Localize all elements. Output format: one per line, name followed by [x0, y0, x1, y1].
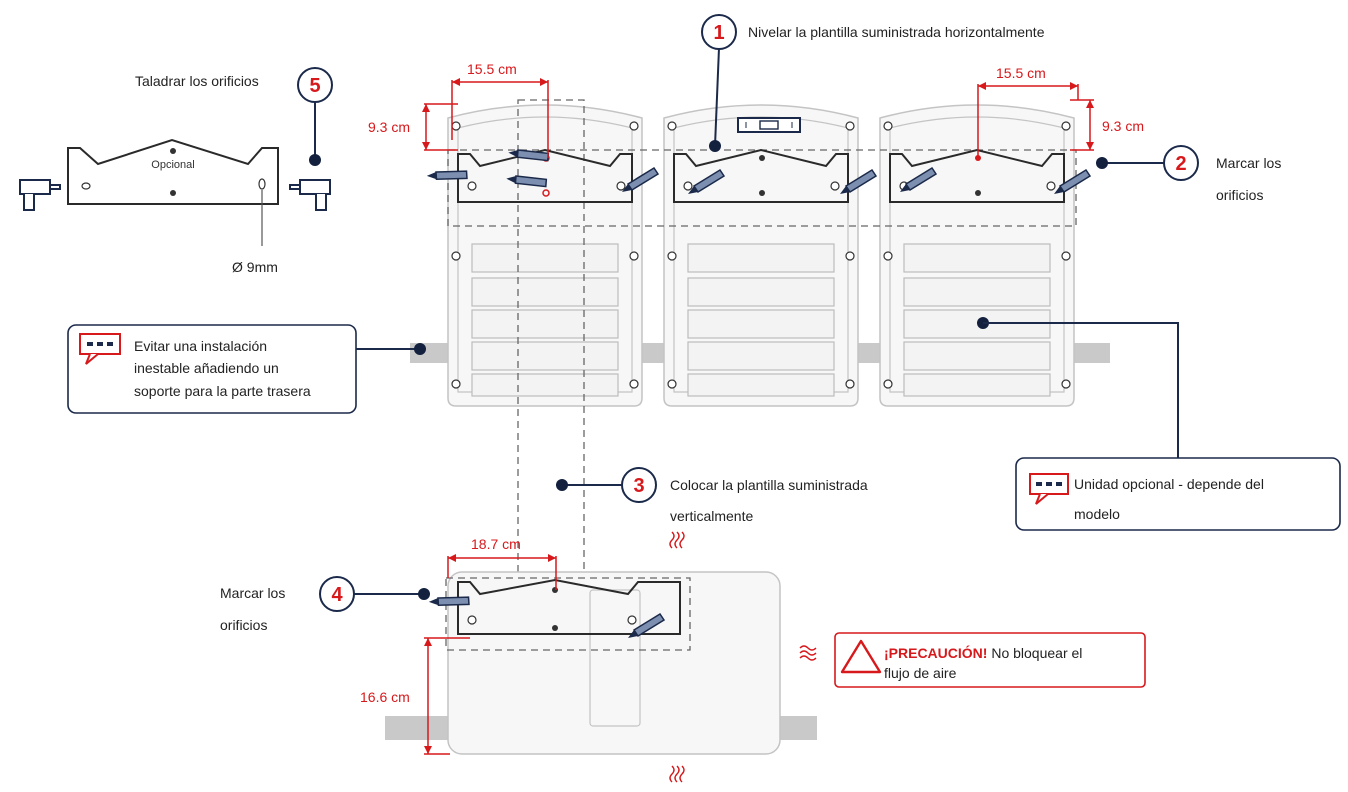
drill-icon: [289, 179, 331, 211]
step-2: 2 Marcar los orificios: [1096, 145, 1281, 203]
note-line: soporte para la parte trasera: [134, 383, 311, 399]
step-number: 3: [633, 475, 644, 497]
step-4-label-line2: orificios: [220, 617, 267, 633]
airflow-icon: [669, 765, 685, 783]
drill-icon: [19, 179, 61, 211]
bracket-middle: [673, 148, 849, 203]
step-5: 5 Taladrar los orificios: [135, 67, 333, 166]
caution-title: ¡PRECAUCIÓN!: [884, 644, 987, 661]
step-4: 4 Marcar los orificios: [220, 576, 430, 633]
dimension-label: 9.3 cm: [1102, 118, 1144, 134]
dimension-label: 9.3 cm: [368, 119, 410, 135]
note-optional-unit: Unidad opcional - depende del modelo: [977, 317, 1341, 531]
dimension-left-width: 15.5 cm: [451, 61, 549, 158]
note-line: Unidad opcional - depende del: [1074, 476, 1264, 492]
note-line: Evitar una instalación: [134, 338, 267, 354]
step-3-label-line2: verticalmente: [670, 508, 753, 524]
step-3-label-line1: Colocar la plantilla suministrada: [670, 477, 868, 493]
step-5-label: Taladrar los orificios: [135, 73, 259, 89]
bracket-optional-label: Opcional: [151, 159, 194, 171]
caution-box: ¡PRECAUCIÓN! No bloquear el flujo de air…: [834, 632, 1146, 688]
dimension-right-width: 15.5 cm: [977, 65, 1079, 158]
airflow-icon: [799, 645, 817, 661]
bracket-bottom: [445, 577, 691, 651]
dimension-label: 16.6 cm: [360, 689, 410, 705]
step-number: 2: [1175, 153, 1186, 175]
step-2-label-line1: Marcar los: [1216, 155, 1281, 171]
caution-text-line1: ¡PRECAUCIÓN! No bloquear el: [884, 644, 1082, 661]
caution-rest: No bloquear el: [987, 645, 1082, 661]
speech-bubble-icon: [1029, 473, 1069, 505]
step-1: 1 Nivelar la plantilla suministrada hori…: [701, 14, 1045, 152]
note-line: inestable añadiendo un: [134, 360, 279, 376]
step-number: 1: [713, 22, 724, 44]
airflow-icon: [669, 531, 685, 549]
upper-units: 15.5 cm 9.3 cm 15.5 cm 9.3 cm: [368, 61, 1144, 679]
dimension-right-height: 9.3 cm: [1070, 99, 1144, 151]
bracket-left: [457, 148, 633, 203]
lower-unit: 18.7 cm 16.6 cm: [360, 531, 817, 783]
dimension-label: 15.5 cm: [996, 65, 1046, 81]
dimension-label: 15.5 cm: [467, 61, 517, 77]
step-3: 3 Colocar la plantilla suministrada vert…: [556, 467, 868, 524]
bracket-detail: Opcional Ø 9mm: [67, 138, 279, 275]
dimension-bottom-height: 16.6 cm: [360, 637, 470, 755]
step-1-label: Nivelar la plantilla suministrada horizo…: [748, 24, 1045, 40]
speech-bubble-icon: [79, 333, 121, 365]
step-number: 4: [331, 584, 343, 606]
note-stability: Evitar una instalación inestable añadien…: [67, 324, 426, 414]
dimension-left-height: 9.3 cm: [368, 103, 458, 151]
caution-text-line2: flujo de aire: [884, 665, 957, 681]
hole-diameter-label: Ø 9mm: [232, 259, 278, 275]
note-line: modelo: [1074, 506, 1120, 522]
step-4-label-line1: Marcar los: [220, 585, 285, 601]
step-number: 5: [309, 75, 320, 97]
warning-triangle-icon: [840, 639, 882, 674]
step-2-label-line2: orificios: [1216, 187, 1263, 203]
unit-left: [447, 104, 643, 407]
dimension-bottom-width: 18.7 cm: [447, 536, 557, 590]
vertical-template: [517, 99, 585, 679]
dimension-label: 18.7 cm: [471, 536, 521, 552]
unit-right-optional: [879, 104, 1075, 407]
spirit-level-icon: [737, 117, 801, 133]
